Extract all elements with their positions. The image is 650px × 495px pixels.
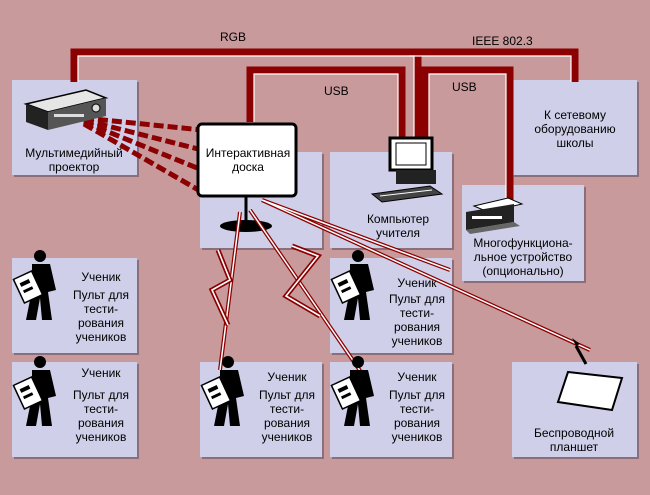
- student-5-title: Ученик: [397, 370, 437, 384]
- student-5-device: Пульт для тести-рования учеников: [388, 388, 445, 444]
- student-3-title: Ученик: [397, 276, 437, 290]
- projector-icon: [23, 89, 109, 130]
- usb-left-label: USB: [324, 84, 349, 98]
- whiteboard-label: Интерактивная доска: [205, 146, 291, 174]
- mfp-label: Многофункциона-льное устройство (опциона…: [473, 236, 573, 278]
- student-4-title: Ученик: [267, 370, 307, 384]
- school-network-box: [512, 80, 637, 175]
- student-icon-3: [330, 249, 375, 321]
- usb-cable-mfp: [421, 66, 514, 200]
- rgb-label: RGB: [220, 30, 247, 44]
- rgb-cable-highlight: [77, 55, 572, 150]
- printer-icon: [466, 197, 524, 234]
- student-2-device: Пульт для тести-рования учеников: [72, 388, 129, 444]
- school-network-label: К сетевому оборудованию школы: [534, 108, 616, 150]
- student-icon-4: [200, 355, 245, 427]
- student-2-title: Ученик: [81, 366, 121, 380]
- student-4-device: Пульт для тести-рования учеников: [258, 388, 315, 444]
- student-icon-5: [330, 355, 375, 427]
- usb-cable-whiteboard: [246, 66, 406, 150]
- rgb-cable: [70, 48, 579, 150]
- student-3-device: Пульт для тести-рования учеников: [388, 292, 445, 348]
- tablet-label: Беспроводной планшет: [533, 426, 615, 454]
- projector-label: Мультимедийный проектор: [25, 146, 123, 174]
- student-1-title: Ученик: [81, 270, 121, 284]
- tablet-icon: [556, 338, 624, 412]
- ieee-label: IEEE 802.3: [472, 34, 533, 48]
- projector-beams: [82, 115, 204, 195]
- usb-right-label: USB: [452, 80, 477, 94]
- computer-icon: [370, 136, 444, 203]
- teacher-pc-label: Компьютер учителя: [366, 212, 430, 240]
- wireless-signals: [208, 198, 591, 380]
- student-icon-2: [12, 355, 57, 427]
- usb-cable-mfp-highlight: [428, 73, 507, 200]
- mfp-box: [462, 185, 584, 281]
- usb-cable-whiteboard-highlight: [253, 73, 399, 150]
- student-icon-1: [12, 249, 57, 321]
- student-1-device: Пульт для тести-рования учеников: [72, 288, 129, 344]
- whiteboard-icon: [196, 122, 298, 232]
